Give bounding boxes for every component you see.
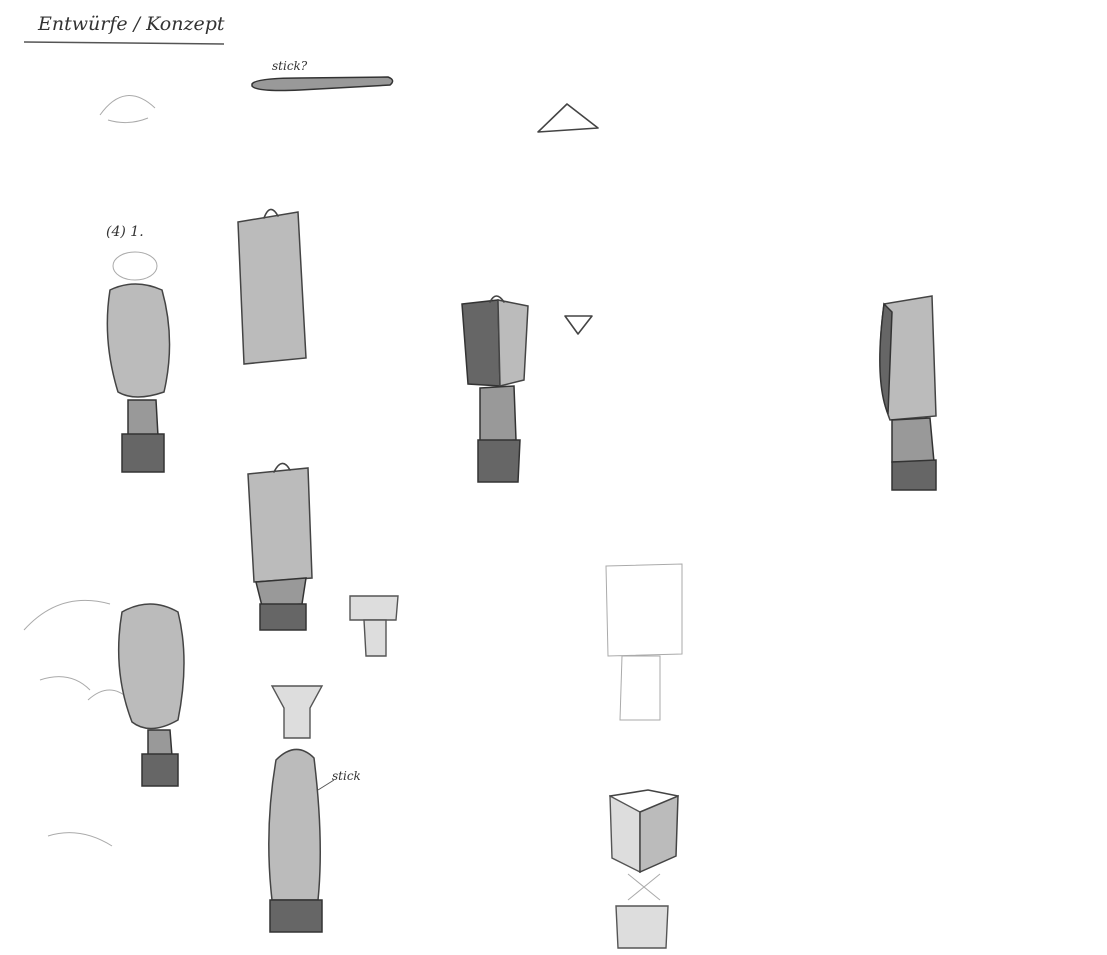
faint-circle-sketch — [99, 95, 156, 124]
loop-sketch — [112, 251, 158, 281]
sheet-title: Entwürfe / Konzept — [37, 13, 225, 35]
stick-question-label: stick? — [272, 59, 308, 73]
stick-keychain-sketch — [268, 748, 335, 933]
variant-number-label: (4) 1. — [106, 224, 144, 240]
triangle-sketch — [537, 103, 599, 133]
faint-box-keychain-sketch — [605, 563, 683, 721]
prism-keychain-sketch — [609, 789, 679, 949]
keychain-sketch-1 — [106, 283, 171, 473]
inverted-triangle-sketch — [564, 315, 593, 335]
cap-sketch — [349, 595, 399, 657]
hand-holding-keychain-sketch — [23, 599, 185, 787]
title-underline — [23, 41, 225, 45]
cylinder-sketch — [237, 208, 307, 365]
funnel-cap-sketch — [270, 685, 324, 739]
wedge-keychain-sketch — [879, 295, 937, 491]
faint-stroke — [47, 832, 113, 847]
keychain-sketch-2 — [247, 462, 313, 631]
triangular-keychain-sketch — [461, 295, 529, 483]
stick-label: stick — [332, 769, 361, 783]
stick-sketch — [251, 76, 394, 92]
